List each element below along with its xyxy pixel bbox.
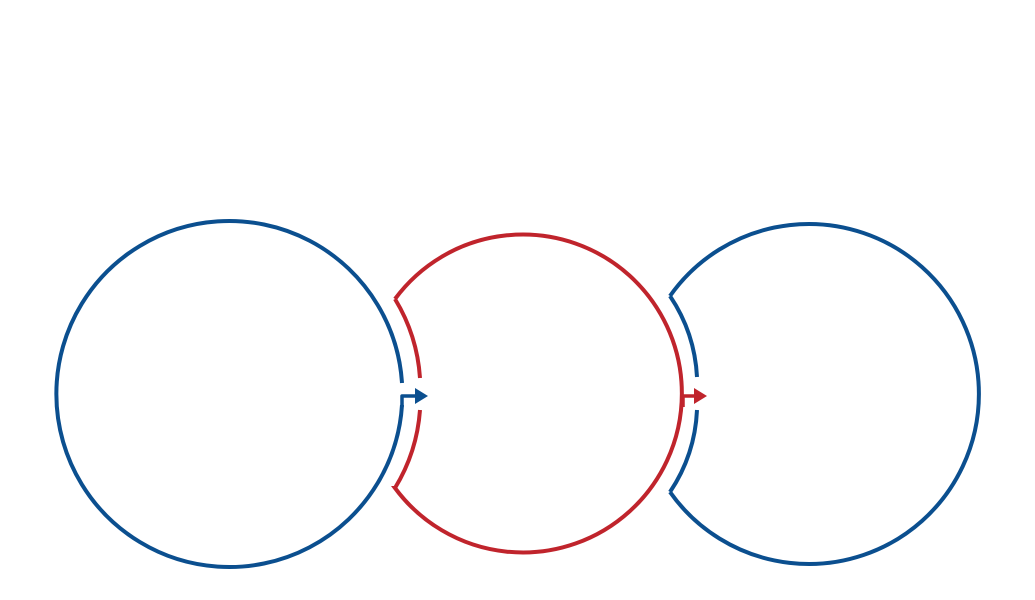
connector-1-head	[415, 388, 428, 404]
connector-2-head	[694, 388, 707, 404]
step-2-inner-arc-top	[393, 297, 422, 379]
connector-2-shaft	[681, 394, 697, 407]
step-1-circle	[54, 219, 404, 569]
connector-2-arrow-icon	[681, 388, 707, 407]
connector-1-shaft	[400, 394, 418, 407]
step-3-inner-arc-top	[668, 294, 699, 378]
step-2-inner-arc-bottom	[393, 409, 422, 490]
step-2-circle	[391, 232, 684, 555]
connector-1-arrow-icon	[400, 388, 428, 407]
step-3-circle	[668, 222, 981, 566]
step-3-inner-arc-bottom	[668, 409, 699, 494]
